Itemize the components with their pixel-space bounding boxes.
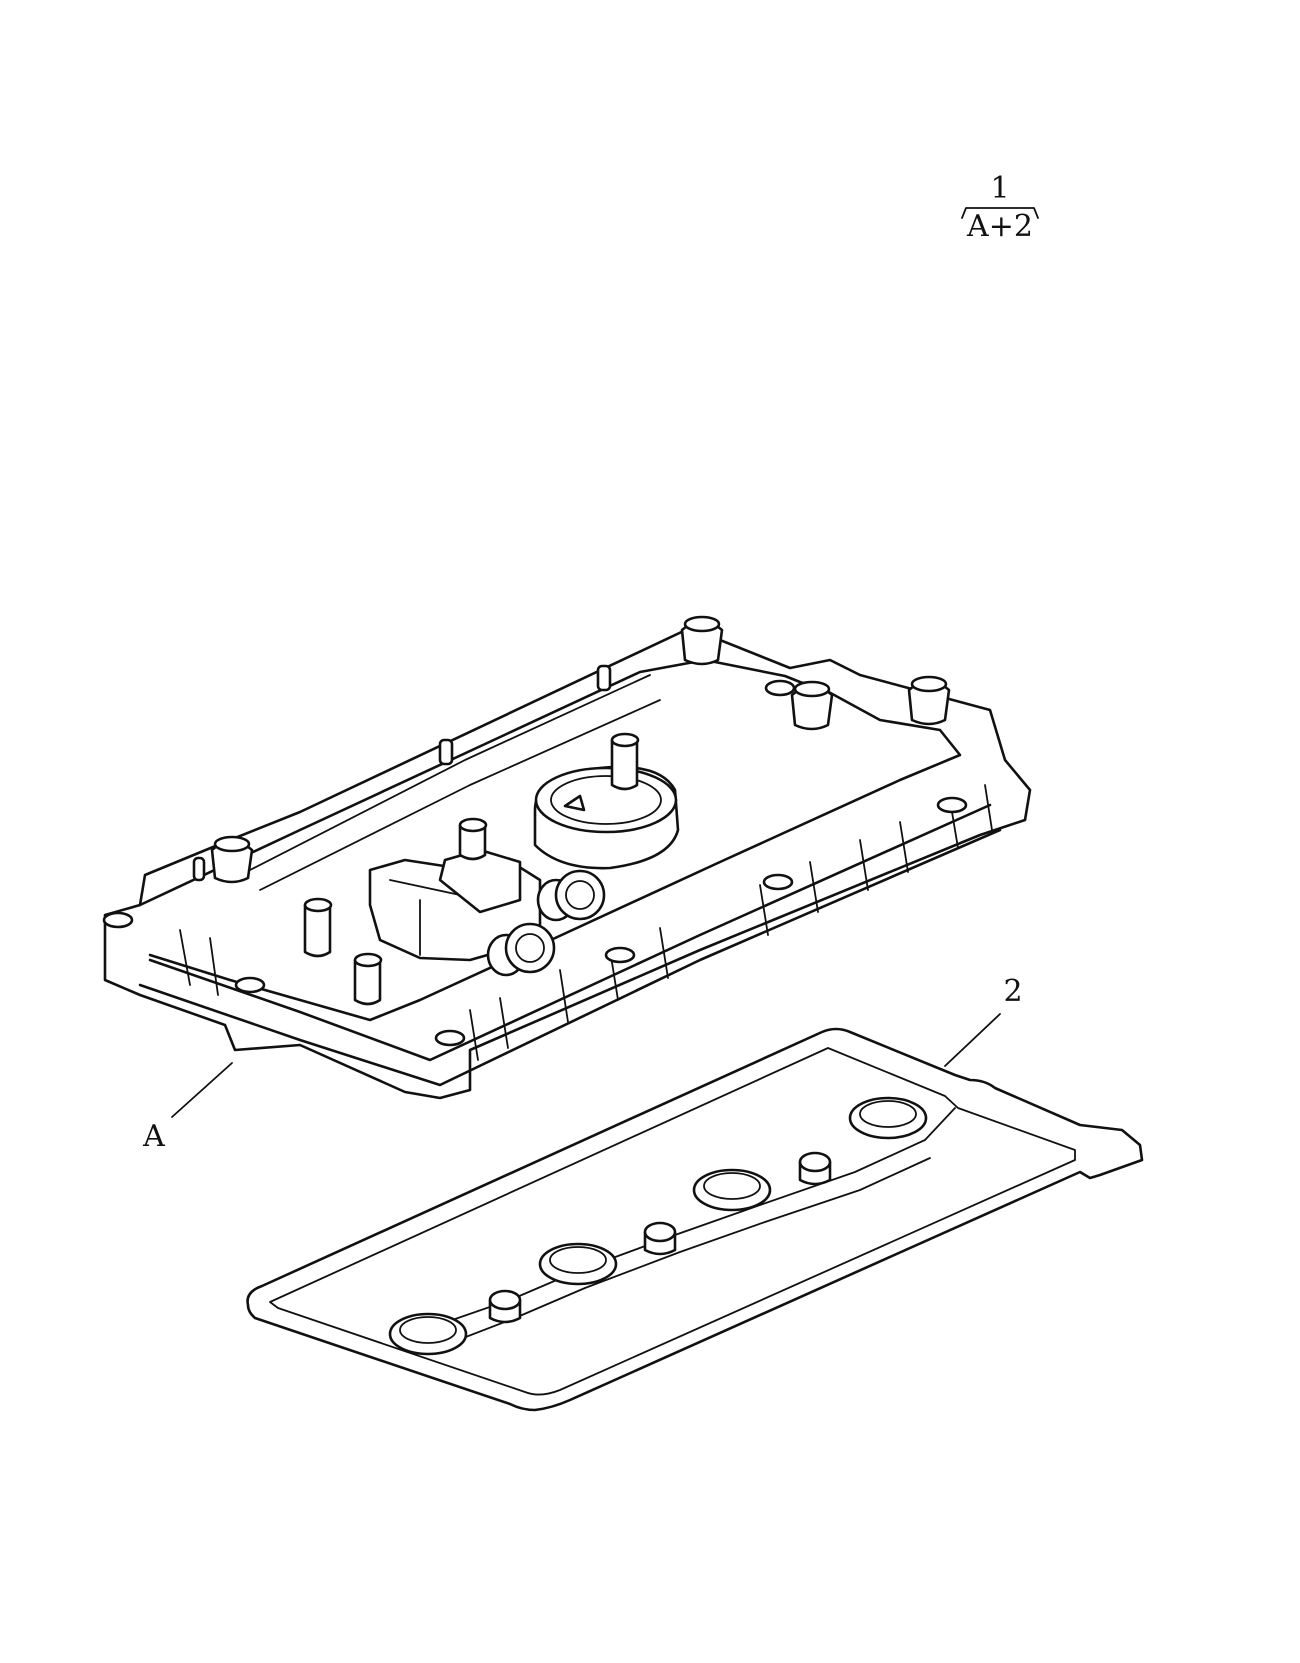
spark-plug-seals — [388, 1096, 928, 1356]
valve-cover-ribs — [179, 784, 993, 1061]
valve-cover-part-a — [102, 615, 1032, 1100]
valve-cover-flange — [138, 803, 1002, 1087]
label-a-leader — [171, 1062, 233, 1118]
bolt-grommets — [488, 1151, 832, 1324]
valve-cover-ridge — [249, 674, 661, 891]
label-2-leader — [944, 1013, 1001, 1067]
gasket-inner-edge — [269, 1047, 1076, 1396]
label-2-callout: 2 — [944, 974, 1023, 1067]
assembly-number: 1 — [990, 171, 1009, 206]
mounting-posts — [303, 732, 640, 1006]
label-2: 2 — [1003, 974, 1022, 1009]
bolt-bosses — [210, 615, 951, 884]
gasket-outer-edge — [246, 1027, 1144, 1412]
pcv-valve-assembly — [368, 848, 606, 977]
oil-filler-cap — [533, 765, 680, 870]
flange-bolt-ears — [102, 679, 968, 1047]
label-a: A — [142, 1119, 165, 1154]
label-a-callout: A — [142, 1062, 233, 1154]
assembly-formula: A+2 — [966, 209, 1033, 244]
valve-cover-gasket-part-2 — [246, 1027, 1144, 1412]
locating-pins — [192, 664, 612, 882]
assembly-bracket — [961, 207, 1039, 219]
assembly-callout: 1 A+2 — [961, 171, 1039, 244]
